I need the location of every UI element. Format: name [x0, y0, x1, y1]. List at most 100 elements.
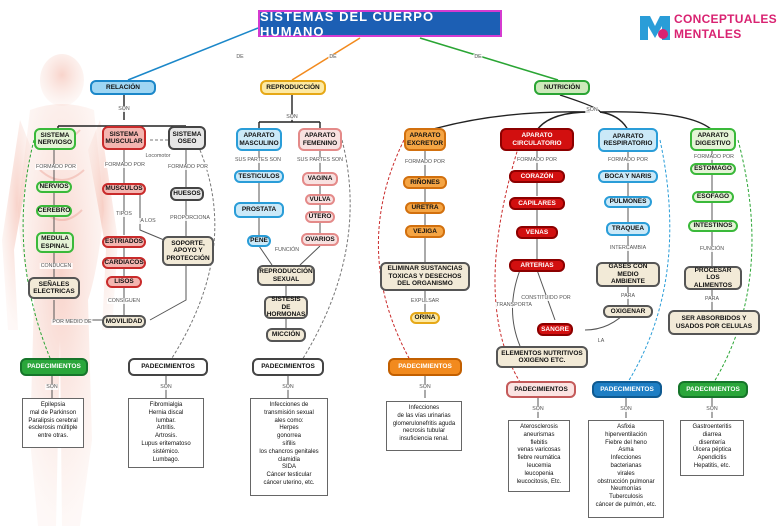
list-item: Herpes	[279, 425, 299, 432]
node-estriados: ESTRIADOS	[102, 236, 146, 248]
padecimientos-excretor: PADECIMIENTOS	[388, 358, 462, 376]
node-estomago: ESTOMAGO	[690, 163, 736, 175]
node-nutricion: NUTRICIÓN	[534, 80, 590, 95]
node-pulmones: PULMONES	[604, 196, 652, 208]
list-item: Cáncer testicular	[266, 472, 312, 479]
link-label: POR MEDIO DE	[51, 319, 93, 325]
logo-text-top: CONCEPTUALES	[674, 12, 777, 26]
link-label: FORMADO POR	[166, 164, 210, 170]
link-label: INTERCAMBIA	[608, 245, 648, 251]
list-item: Hernia discal	[148, 409, 184, 416]
link-label: PROPORCIONA	[169, 215, 211, 221]
node-aparato-circulatorio: APARATO CIRCULATORIO	[500, 128, 574, 151]
list-item: Úlcera péptica	[692, 447, 732, 454]
list-item: Neumonías	[610, 486, 642, 493]
padecimientos-oseo: PADECIMIENTOS	[128, 358, 208, 376]
node-reproduccion: REPRODUCCIÓN	[260, 80, 326, 95]
list-item: Tuberculosis	[609, 494, 643, 501]
node-senales-electricas: SEÑALES ELECTRICAS	[28, 277, 80, 299]
node-lisos: LISOS	[106, 276, 142, 288]
link-label: DE	[235, 54, 245, 60]
list-item: Infecciones	[408, 405, 440, 411]
list-item: Apendicitis	[697, 455, 727, 462]
node-musculos: MUSCULOS	[102, 183, 146, 195]
node-huesos: HUESOS	[170, 187, 204, 201]
node-ovarios: OVARIOS	[301, 233, 339, 246]
link-label: PARA	[703, 296, 721, 302]
link-label: SUS PARTES SON	[295, 157, 345, 163]
logo-icon	[640, 16, 670, 40]
node-utero: ÚTERO	[305, 211, 335, 223]
node-cerebro: CEREBRO	[36, 205, 72, 217]
link-label: SUS PARTES SON	[233, 157, 283, 163]
list-item: SIDA	[281, 464, 296, 471]
list-item: Fiebre del heno	[605, 439, 647, 446]
list-item: Artrosis.	[154, 433, 177, 440]
list-item: disentería	[698, 439, 726, 446]
list-item: aneurismas	[523, 431, 555, 438]
link-label: SON	[585, 107, 599, 113]
list-item: Hepatitis, etc.	[693, 462, 731, 469]
node-nervios: NERVIOS	[36, 181, 72, 193]
node-vagina: VAGINA	[302, 172, 338, 186]
link-label: SON	[705, 406, 719, 412]
node-movilidad: MOVILIDAD	[102, 315, 146, 328]
node-uretra: URETRA	[405, 202, 445, 214]
list-item: Infecciones	[610, 455, 642, 462]
padecimientos-nervioso: PADECIMIENTOS	[20, 358, 88, 376]
node-prostata: PROSTATA	[234, 202, 284, 218]
list-item: esclerosis múltiple	[28, 425, 78, 432]
logo-text-bottom: MENTALES	[674, 27, 742, 41]
node-corazon: CORAZÓN	[509, 170, 565, 183]
padecimientos-circulatorio: PADECIMIENTOS	[506, 381, 576, 398]
link-label: FORMADO POR	[103, 162, 147, 168]
list-item: cáncer uterino, etc.	[263, 479, 315, 486]
node-traquea: TRAQUEA	[606, 222, 650, 236]
node-relacion: RELACIÓN	[90, 80, 156, 95]
list-item: flebitis	[530, 439, 548, 446]
node-oxigenar: OXIGENAR	[603, 305, 653, 318]
node-venas: VENAS	[516, 226, 558, 239]
list-item: transmisión sexual	[264, 409, 314, 416]
list-item: lumbar.	[156, 417, 176, 424]
list-item: insuficiencia renal.	[399, 436, 449, 443]
link-label: FORMADO POR	[515, 157, 559, 163]
list-item: Gastroenteritis	[692, 424, 732, 430]
node-testiculos: TESTICULOS	[234, 170, 284, 183]
list-item: mal de Parkinson	[29, 409, 77, 416]
list-item: Artritis.	[156, 425, 176, 432]
list-item: necrosis tubular	[402, 428, 446, 435]
node-sistema-muscular: SISTEMA MUSCULAR	[102, 126, 146, 150]
list-item: Aterosclerosis	[520, 424, 558, 430]
list-item: venas varicosas	[517, 447, 561, 454]
list-item: Lupus eritematoso	[141, 440, 191, 447]
list-item: los chancros genitales	[259, 448, 319, 455]
list-item: Infecciones de	[269, 402, 309, 408]
link-label: SON	[45, 384, 59, 390]
list-item: Epilepsia	[40, 402, 66, 408]
link-label: FUNCIÓN	[273, 247, 301, 253]
link-label: CONDUCEN	[39, 263, 73, 269]
link-label: FUNCIÓN	[698, 246, 726, 252]
link-label: DE	[328, 54, 338, 60]
link-label: Locomotor	[144, 153, 172, 159]
link-label: SON	[117, 106, 131, 112]
list-item: sífilis	[282, 440, 296, 447]
node-sistema-nervioso: SISTEMA NERVIOSO	[34, 128, 76, 150]
list-item: de las vías urinarias	[397, 412, 451, 419]
link-label: TIPOS	[115, 211, 133, 217]
node-procesar-alimentos: PROCESAR LOS ALIMENTOS	[684, 266, 742, 290]
list-item: leucopenia	[524, 470, 554, 477]
node-aparato-masculino: APARATO MASCULINO	[236, 128, 282, 151]
link-label: FORMADO POR	[692, 154, 736, 160]
list-item: Asfixia	[617, 424, 635, 430]
link-label: FORMADO POR	[34, 164, 78, 170]
link-label: SON	[281, 384, 295, 390]
list-item: bacterianas	[610, 462, 642, 469]
